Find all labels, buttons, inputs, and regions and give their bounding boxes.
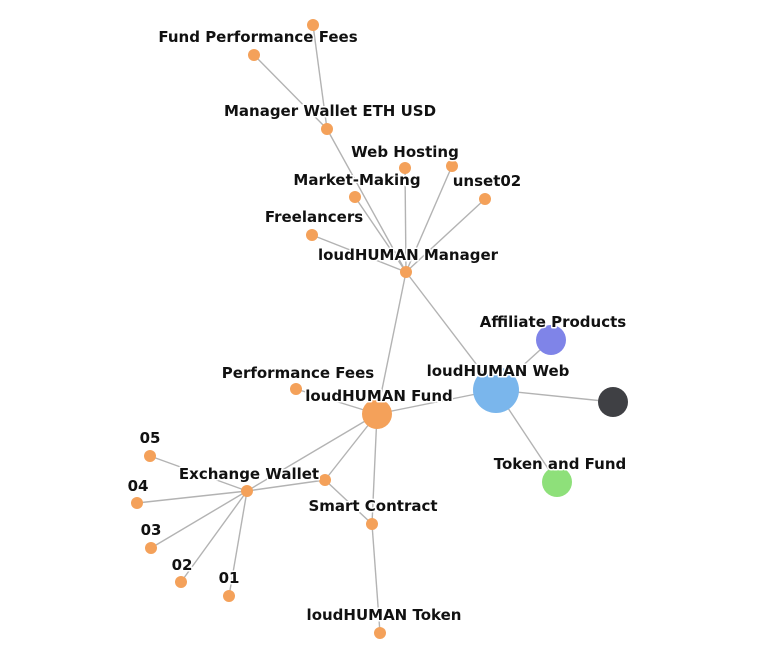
node-loudhuman-web[interactable]: [473, 367, 519, 413]
node-n04[interactable]: [131, 497, 143, 509]
node-freelancers[interactable]: [306, 229, 318, 241]
node-web-hosting[interactable]: [399, 162, 411, 174]
label-freelancers: Freelancers: [265, 208, 363, 226]
node-loudhuman-manager[interactable]: [400, 266, 412, 278]
edge-market-making-loudhuman-manager: [354, 196, 407, 273]
node-loudhuman-token[interactable]: [374, 627, 386, 639]
node-unset02[interactable]: [479, 193, 491, 205]
node-web-hosting-2[interactable]: [446, 160, 458, 172]
edge-unset02-loudhuman-manager: [405, 198, 486, 273]
node-fpf-top[interactable]: [307, 19, 319, 31]
edge-freelancers-loudhuman-manager: [311, 234, 407, 273]
label-performance-fees: Performance Fees: [222, 364, 374, 382]
node-smart-contract[interactable]: [366, 518, 378, 530]
node-affiliate-products[interactable]: [536, 325, 566, 355]
edge-n01-exchange-wallet: [228, 490, 248, 597]
label-fund-performance-fees: Fund Performance Fees: [158, 28, 357, 46]
edge-web-hosting-2-loudhuman-manager: [405, 165, 453, 273]
edge-n03-exchange-wallet: [150, 490, 248, 549]
node-manager-wallet-eth-usd[interactable]: [321, 123, 333, 135]
label-n03: 03: [141, 521, 162, 539]
node-loudhuman-fund[interactable]: [362, 399, 392, 429]
edge-loudhuman-fund-exchange-wallet: [246, 413, 378, 492]
edge-loudhuman-fund-smart-contract: [371, 413, 378, 525]
label-loudhuman-fund: loudHUMAN Fund: [305, 387, 453, 405]
edge-loudhuman-manager-loudhuman-web: [405, 271, 497, 391]
edge-n02-exchange-wallet: [180, 490, 248, 583]
label-loudhuman-manager: loudHUMAN Manager: [318, 246, 499, 264]
label-affiliate-products: Affiliate Products: [480, 313, 626, 331]
edge-smart-contract-joint-exchange-wallet: [246, 479, 326, 492]
node-market-making[interactable]: [349, 191, 361, 203]
label-unset02: unset02: [453, 172, 522, 190]
edge-smart-contract-loudhuman-token: [371, 523, 381, 634]
node-n05[interactable]: [144, 450, 156, 462]
label-loudhuman-token: loudHUMAN Token: [307, 606, 462, 624]
edge-fund-performance-fees-manager-wallet-eth-usd: [253, 54, 328, 130]
label-market-making: Market-Making: [293, 171, 420, 189]
label-token-and-fund: Token and Fund: [494, 455, 627, 473]
label-n04: 04: [128, 477, 149, 495]
node-n03[interactable]: [145, 542, 157, 554]
label-smart-contract: Smart Contract: [308, 497, 437, 515]
label-manager-wallet-eth-usd: Manager Wallet ETH USD: [224, 102, 436, 120]
node-smart-contract-joint[interactable]: [319, 474, 331, 486]
node-n01[interactable]: [223, 590, 235, 602]
node-token-and-fund[interactable]: [542, 467, 572, 497]
label-loudhuman-web: loudHUMAN Web: [427, 362, 570, 380]
edge-web-hosting-loudhuman-manager: [404, 167, 407, 273]
label-n01: 01: [219, 569, 240, 587]
node-performance-fees[interactable]: [290, 383, 302, 395]
edge-fpf-top-manager-wallet-eth-usd: [312, 24, 328, 130]
edge-n04-exchange-wallet: [136, 490, 248, 504]
edge-loudhuman-manager-loudhuman-fund: [376, 271, 407, 415]
node-exchange-wallet[interactable]: [241, 485, 253, 497]
edge-smart-contract-joint-smart-contract: [324, 479, 373, 525]
node-n02[interactable]: [175, 576, 187, 588]
label-n05: 05: [140, 429, 161, 447]
nodes-layer: [131, 19, 628, 639]
label-web-hosting: Web Hosting: [351, 143, 459, 161]
edge-n05-exchange-wallet: [149, 455, 248, 492]
label-n02: 02: [172, 556, 193, 574]
edge-manager-wallet-eth-usd-loudhuman-manager: [326, 128, 407, 273]
node-fund-performance-fees[interactable]: [248, 49, 260, 61]
node-dark-node[interactable]: [598, 387, 628, 417]
label-exchange-wallet: Exchange Wallet: [179, 465, 319, 483]
